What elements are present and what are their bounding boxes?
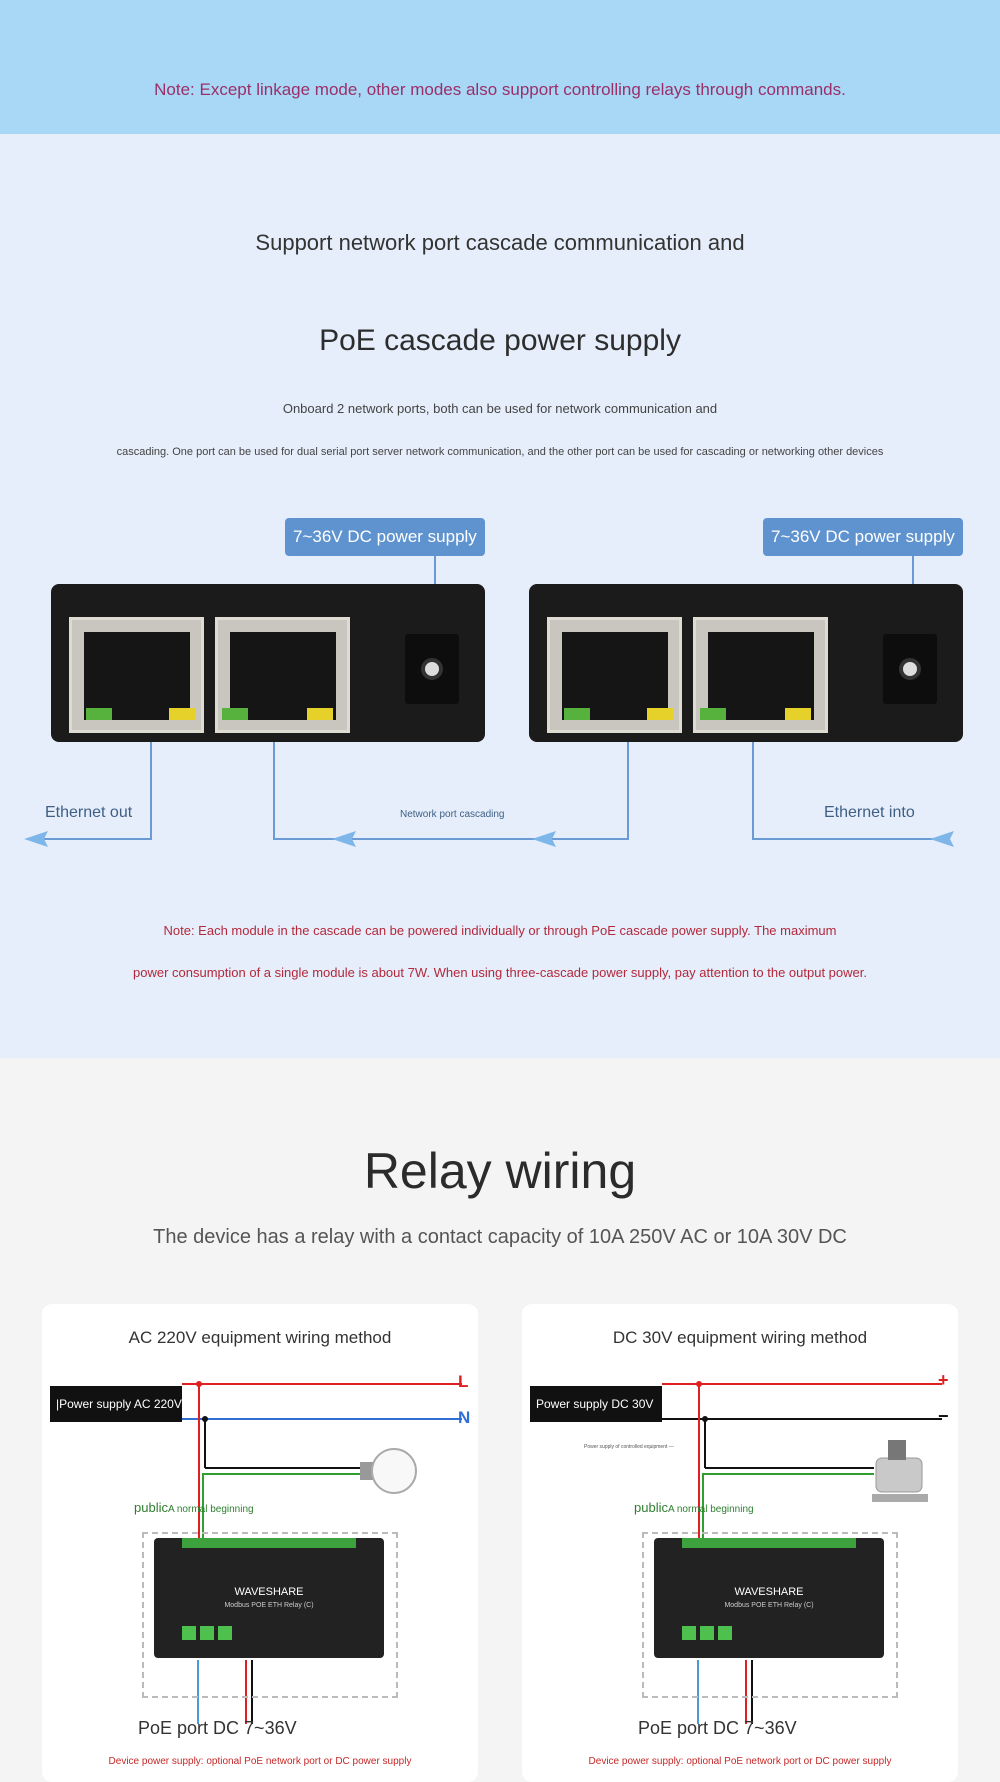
- cascade-title-line2: PoE cascade power supply: [319, 324, 681, 357]
- top-banner: Note: Except linkage mode, other modes a…: [0, 0, 1000, 134]
- relay-subtitle: The device has a relay with a contact ca…: [153, 1226, 847, 1248]
- dc-wiring-card: DC 30V equipment wiring method Power sup…: [522, 1304, 958, 1782]
- arrow-left-icon: [532, 831, 556, 847]
- relay-frame: [642, 1532, 898, 1698]
- ethernet-port: [547, 617, 682, 733]
- valve-icon: [872, 1440, 928, 1502]
- ac-wiring-diagram: [182, 1381, 462, 1724]
- cascade-section: Support network port cascade communicati…: [0, 134, 1000, 1058]
- light-bulb-icon: [360, 1448, 417, 1494]
- relay-model: Modbus POE ETH Relay (C): [224, 1602, 314, 1609]
- top-note: Note: Except linkage mode, other modes a…: [154, 80, 846, 99]
- device-power-note: Device power supply: optional PoE networ…: [588, 1756, 892, 1767]
- device-power-note: Device power supply: optional PoE networ…: [108, 1756, 412, 1767]
- device-right: [529, 584, 963, 742]
- dc-wiring-diagram: [662, 1381, 942, 1724]
- dc-power-supply-label: Power supply DC 30V: [530, 1386, 662, 1422]
- cascade-note-line2: power consumption of a single module is …: [133, 965, 867, 980]
- ethernet-into-label: Ethernet into: [824, 804, 915, 821]
- relay-brand: WAVESHARE: [734, 1586, 804, 1598]
- ac-card-title: AC 220V equipment wiring method: [128, 1328, 392, 1347]
- cascade-note-line1: Note: Each module in the cascade can be …: [163, 923, 837, 938]
- relay-model: Modbus POE ETH Relay (C): [724, 1602, 814, 1609]
- relay-title: Relay wiring: [363, 1143, 637, 1199]
- ethernet-out-label: Ethernet out: [45, 804, 133, 821]
- poe-port-label: PoE port DC 7~36V: [138, 1718, 297, 1738]
- cascade-title-line1: Support network port cascade communicati…: [255, 230, 745, 255]
- controlled-equipment-label: Power supply of controlled equipment —: [584, 1444, 674, 1450]
- network-cascading-label: Network port cascading: [400, 809, 505, 820]
- ethernet-port: [215, 617, 350, 733]
- arrow-left-icon: [930, 831, 954, 847]
- relay-brand: WAVESHARE: [234, 1586, 304, 1598]
- cascade-desc-line1: Onboard 2 network ports, both can be use…: [282, 401, 718, 416]
- normal-open-label: A normal beginning: [667, 1504, 754, 1515]
- positive-label: +: [938, 1370, 949, 1390]
- ethernet-port: [693, 617, 828, 733]
- arrow-left-icon: [332, 831, 356, 847]
- normal-open-label: A normal beginning: [167, 1504, 254, 1515]
- dc-card-title: DC 30V equipment wiring method: [612, 1328, 868, 1347]
- device-left: [51, 584, 485, 742]
- power-supply-label-right: 7~36V DC power supply: [763, 518, 963, 556]
- public-label: publicA normal beginning: [634, 1500, 754, 1515]
- live-label: L: [458, 1372, 469, 1391]
- relay-module: WAVESHARE Modbus POE ETH Relay (C): [654, 1538, 884, 1658]
- arrow-left-icon: [24, 831, 48, 847]
- neutral-label: N: [458, 1408, 471, 1427]
- negative-label: −: [938, 1406, 949, 1426]
- ac-wiring-card: AC 220V equipment wiring method |Power s…: [42, 1304, 478, 1782]
- dc-jack: [883, 634, 937, 704]
- power-supply-label-left: 7~36V DC power supply: [285, 518, 485, 556]
- dc-jack: [405, 634, 459, 704]
- relay-module: WAVESHARE Modbus POE ETH Relay (C): [154, 1538, 384, 1658]
- relay-frame: [142, 1532, 398, 1698]
- poe-port-label: PoE port DC 7~36V: [638, 1718, 797, 1738]
- ethernet-port: [69, 617, 204, 733]
- public-label: publicA normal beginning: [134, 1500, 254, 1515]
- ac-power-supply-label: |Power supply AC 220V: [50, 1386, 182, 1422]
- cascade-desc-line2: cascading. One port can be used for dual…: [116, 446, 884, 458]
